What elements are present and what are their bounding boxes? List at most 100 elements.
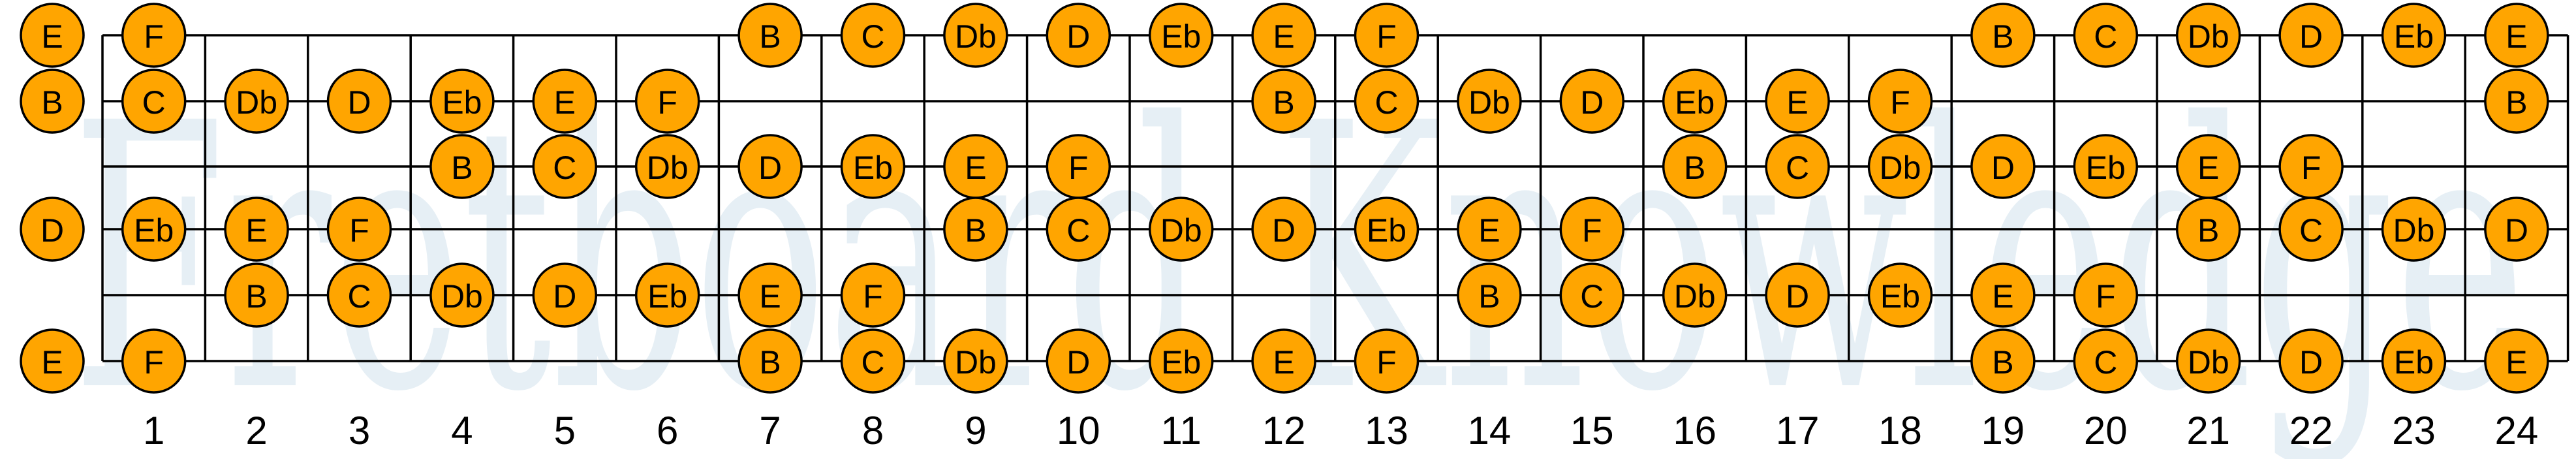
note-circle [20,3,85,68]
note-circle [532,69,598,134]
fret-number: 15 [1570,409,1614,452]
note-label: D [1786,278,1809,315]
note-label: C [347,278,371,315]
note-marker: C [1354,69,1420,134]
note-label: F [1890,84,1910,121]
note-label: Db [2188,344,2229,381]
note-marker: E [1251,328,1316,394]
note-label: E [1273,18,1294,55]
note-label: Db [2188,18,2229,55]
fret-number: 10 [1057,409,1100,452]
note-marker: B [1662,134,1728,199]
note-label: Eb [1880,278,1920,315]
note-circle [1970,328,2036,394]
note-marker: B [1970,328,2036,394]
note-marker: Eb [1148,328,1214,394]
note-label: B [41,84,63,121]
note-label: D [758,150,782,186]
note-circle [1457,197,1522,262]
note-marker: C [2073,328,2139,394]
fret-number: 3 [349,409,370,452]
note-marker: E [20,328,85,394]
note-marker: B [737,328,803,394]
fret-number: 24 [2495,409,2539,452]
note-circle [224,262,289,328]
fret-number: 12 [1262,409,1306,452]
note-marker: Db [2175,3,2241,68]
note-label: E [759,278,781,315]
note-circle [1251,197,1316,262]
note-marker: C [326,262,392,328]
note-label: F [1376,344,1397,381]
note-label: Db [1674,278,1716,315]
note-label: C [2094,344,2117,381]
note-circle [2073,134,2139,199]
note-circle [737,134,803,199]
note-label: Eb [647,278,687,315]
note-label: D [347,84,371,121]
note-marker: E [737,262,803,328]
note-marker: E [20,3,85,68]
note-circle [943,328,1008,394]
fret-number: 4 [451,409,473,452]
note-label: B [2506,84,2527,121]
note-label: C [1066,212,1090,249]
note-circle [1046,328,1111,394]
note-label: F [657,84,677,121]
note-circle [20,197,85,262]
note-marker: E [1765,69,1830,134]
note-marker: F [121,328,187,394]
note-marker: Db [429,262,495,328]
note-marker: C [1046,197,1111,262]
note-label: Db [955,18,997,55]
note-label: E [965,150,986,186]
note-label: Db [236,84,277,121]
note-label: Eb [134,212,174,249]
note-label: B [759,18,781,55]
note-label: E [2506,344,2527,381]
note-marker: Db [1662,262,1728,328]
note-label: Eb [1675,84,1715,121]
note-marker: Eb [2073,134,2139,199]
note-marker: Db [1867,134,1933,199]
fret-number: 20 [2084,409,2128,452]
note-circle [20,328,85,394]
note-circle [634,262,700,328]
note-marker: D [1970,134,2036,199]
note-circle [2278,3,2344,68]
note-circle [1559,197,1625,262]
note-label: B [759,344,781,381]
note-circle [1559,69,1625,134]
note-label: E [2506,18,2527,55]
note-label: E [41,18,63,55]
note-label: D [1991,150,2015,186]
note-label: Eb [2394,344,2434,381]
note-label: Db [441,278,483,315]
note-marker: C [1559,262,1625,328]
fret-number: 18 [1878,409,1922,452]
fret-number: 22 [2289,409,2333,452]
note-marker: E [532,69,598,134]
note-label: B [2197,212,2219,249]
note-marker: F [1354,3,1420,68]
note-circle [737,3,803,68]
note-label: Db [1880,150,1921,186]
note-circle [429,69,495,134]
note-marker: C [121,69,187,134]
note-circle [1354,69,1420,134]
note-marker: D [737,134,803,199]
note-circle [2175,197,2241,262]
fret-number: 9 [965,409,986,452]
note-marker: Db [943,328,1008,394]
note-circle [1148,197,1214,262]
note-label: E [1786,84,1808,121]
note-label: D [1580,84,1604,121]
fret-number: 6 [657,409,678,452]
note-marker: E [2175,134,2241,199]
note-label: Eb [1161,18,1201,55]
note-label: F [2301,150,2321,186]
note-label: F [2096,278,2116,315]
note-circle [1765,69,1830,134]
